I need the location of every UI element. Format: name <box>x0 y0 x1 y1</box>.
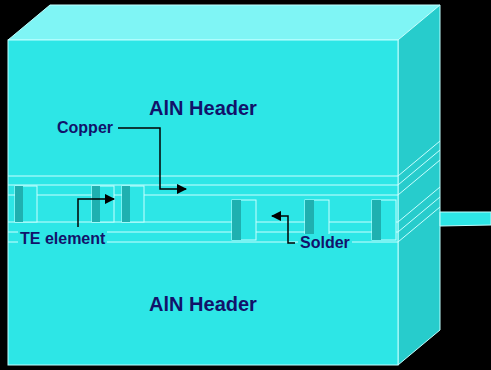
leader-lines <box>78 128 295 243</box>
part-label: Copper <box>55 119 115 137</box>
lead-tab <box>440 212 491 226</box>
header-label: AlN Header <box>149 97 257 120</box>
front-face <box>8 40 398 365</box>
part-label: TE element <box>18 230 107 248</box>
part-label: Solder <box>298 234 352 252</box>
layer-lines <box>8 141 440 242</box>
header-face: AlN Header <box>8 243 398 365</box>
top-face <box>8 5 440 40</box>
side-face <box>398 5 440 365</box>
header-label: AlN Header <box>149 293 257 316</box>
header-face: AlN Header <box>8 40 398 176</box>
